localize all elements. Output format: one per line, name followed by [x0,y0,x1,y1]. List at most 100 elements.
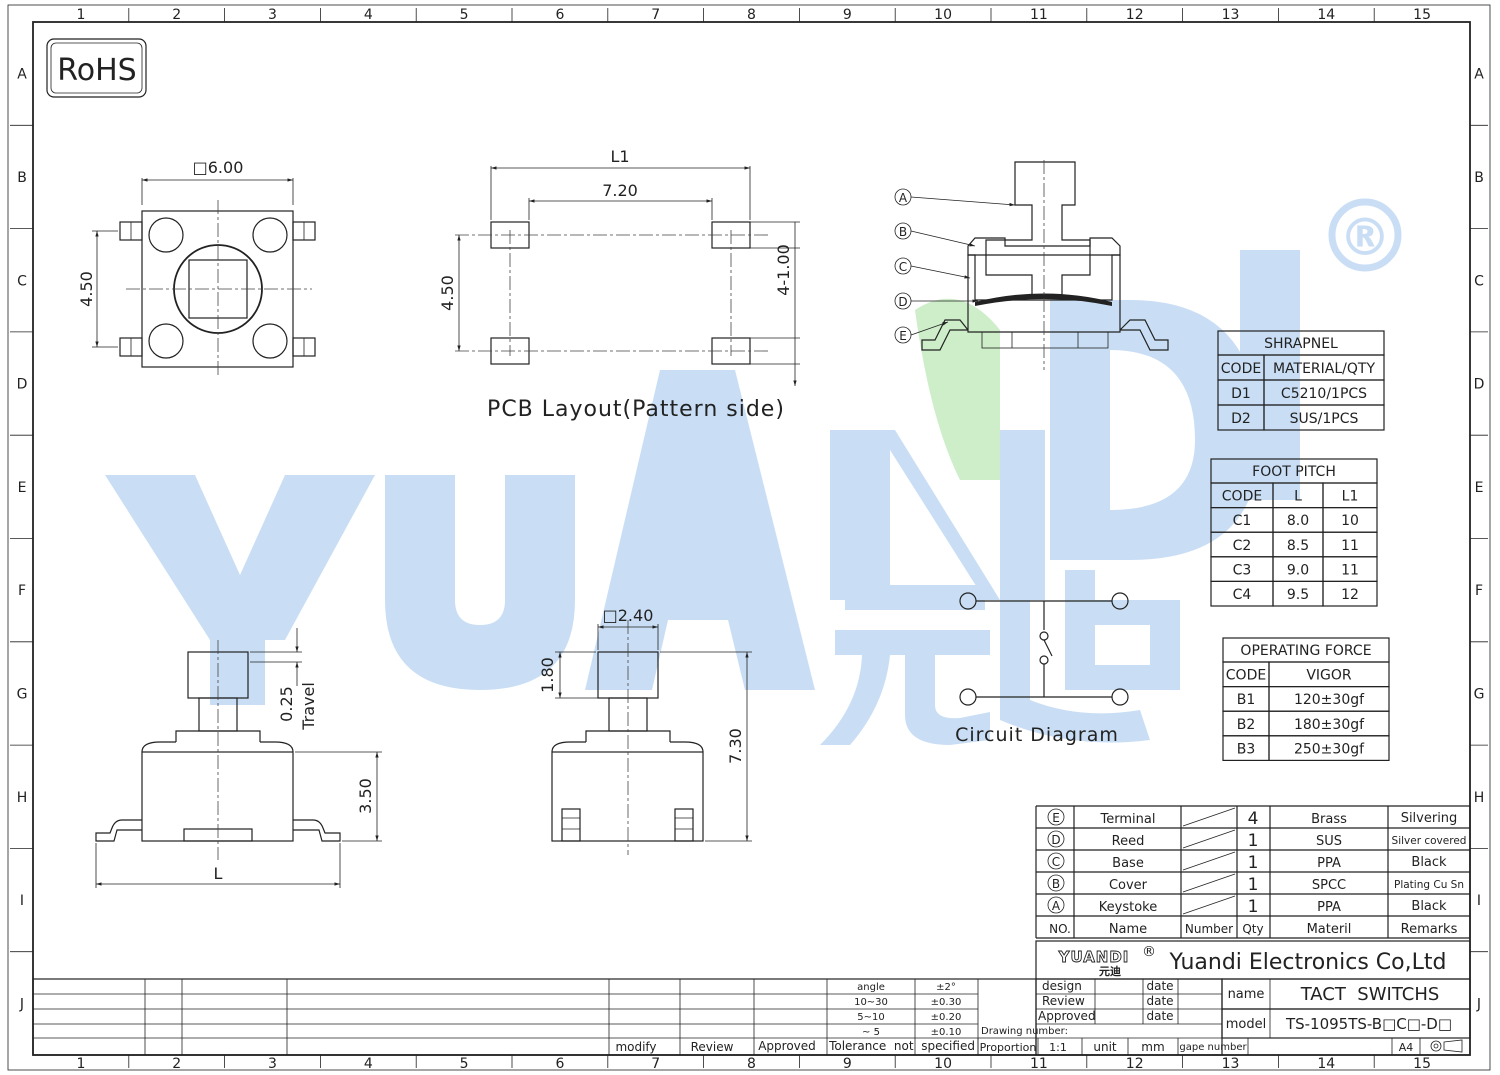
foot_pitch-header: CODE [1222,489,1262,505]
pcb-layout: L1 7.20 4.50 4-1.00 PCB Layout(Pattern s… [438,147,800,422]
bom-material: SUS [1316,834,1342,849]
row-label-right: F [1475,583,1483,599]
row-label-left: E [18,480,27,496]
row-label-right: J [1476,996,1481,1012]
leader-line [910,196,1016,207]
circuit-caption: Circuit Diagram [955,724,1119,746]
force-cell: 250±30gf [1294,741,1365,757]
bom-no: D [1051,833,1060,847]
row-label-left: C [17,273,27,289]
col-label-top: 6 [555,7,564,23]
foot_pitch-cell: 10 [1341,513,1359,529]
front-view: □2.40 1.80 7.30 [538,606,752,855]
col-label-bottom: 6 [555,1056,564,1072]
row-label-right: B [1474,170,1484,186]
col-label-top: 11 [1030,7,1048,23]
bom-qty: 1 [1248,853,1259,873]
foot_pitch-header: L [1294,489,1302,505]
col-label-top: 2 [172,7,181,23]
bom-name: Reed [1112,834,1145,849]
front-stem-h: 1.80 [538,657,557,693]
side-body-h: 3.50 [356,778,375,814]
col-label-top: 1 [76,7,85,23]
shrapnel-cell: C5210/1PCS [1281,386,1367,402]
foot_pitch-cell: 12 [1341,587,1359,603]
tb-unit: unit [1093,1040,1117,1054]
shrapnel-header: CODE [1221,361,1261,377]
col-label-bottom: 2 [172,1056,181,1072]
pcb-caption: PCB Layout(Pattern side) [487,397,785,422]
company-logo: YUANDI 元迪 ® [1057,944,1156,978]
bom-no-balloon [1047,808,1065,826]
bom-qty: 1 [1248,831,1259,851]
bom-header-no: NO. [1049,922,1071,936]
bom-material: PPA [1317,856,1341,871]
side-view: 0.25 Travel 3.50 L [95,628,382,888]
bom-name: Terminal [1100,812,1156,827]
col-label-bottom: 11 [1030,1056,1048,1072]
pcb-pads: 4-1.00 [774,244,793,296]
tb-date-2: date [1146,994,1173,1008]
pcb-inner: 7.20 [602,181,638,200]
tb-proportion: Proportion [980,1041,1037,1054]
bom-header-number: Number [1185,922,1233,936]
leader-line [910,230,976,247]
shrapnel-cell: SUS/1PCS [1290,411,1359,427]
side-travel-val: 0.25 [277,686,296,722]
tolerance-range: 5~10 [857,1012,884,1023]
bom-name: Keystoke [1099,900,1157,915]
force-title: OPERATING FORCE [1240,643,1371,659]
tb-name-lbl: name [1228,987,1265,1002]
row-label-left: A [17,67,27,83]
bom-material: PPA [1317,900,1341,915]
force-cell: B3 [1237,741,1256,757]
col-label-bottom: 13 [1222,1056,1240,1072]
row-label-left: H [17,790,28,806]
shrapnel-cell: D1 [1231,386,1251,402]
col-label-top: 10 [934,7,952,23]
bom-remarks: Black [1411,899,1447,914]
foot_pitch-cell: 8.0 [1287,513,1309,529]
balloon-label: B [899,225,907,239]
foot_pitch-cell: 9.0 [1287,562,1309,578]
bom-remarks: Black [1411,855,1447,870]
tb-size: A4 [1399,1041,1414,1054]
row-label-left: I [20,893,24,909]
side-length: L [214,864,223,883]
bom-header-remarks: Remarks [1401,922,1458,937]
tb-model-lbl: model [1226,1017,1266,1032]
bom-no: C [1052,855,1060,869]
tb-review: Review [1042,994,1085,1008]
foot_pitch-cell: 11 [1341,538,1359,554]
top-view-pitch: 4.50 [77,271,96,307]
front-total-h: 7.30 [726,728,745,764]
row-label-right: D [1474,377,1485,393]
foot_pitch-cell: C3 [1233,562,1252,578]
col-label-top: 3 [268,7,277,23]
circuit-diagram: Circuit Diagram [955,592,1129,746]
balloon-label: D [898,295,907,309]
row-label-left: D [17,377,28,393]
foot_pitch-cell: C4 [1233,587,1252,603]
col-label-bottom: 4 [364,1056,373,1072]
front-stem: □2.40 [603,606,654,625]
company-logo-cn: 元迪 [1099,964,1121,978]
row-label-left: F [18,583,26,599]
row-label-right: I [1477,893,1481,909]
bom-no-balloon [1047,830,1065,848]
bom-no-balloon [1047,874,1065,892]
col-label-bottom: 9 [843,1056,852,1072]
foot_pitch-cell: 11 [1341,562,1359,578]
col-label-bottom: 14 [1317,1056,1335,1072]
top-view: □6.00 4.50 [77,158,316,378]
bom-header-name: Name [1109,922,1147,937]
col-label-bottom: 8 [747,1056,756,1072]
tb-date-1: date [1146,979,1173,993]
foot_pitch-cell: C1 [1233,513,1252,529]
shrapnel-header: MATERIAL/QTY [1273,361,1375,377]
row-label-right: C [1474,273,1484,289]
tolerance-value: ±0.10 [931,1027,962,1038]
bom-header-qty: Qty [1242,922,1263,936]
